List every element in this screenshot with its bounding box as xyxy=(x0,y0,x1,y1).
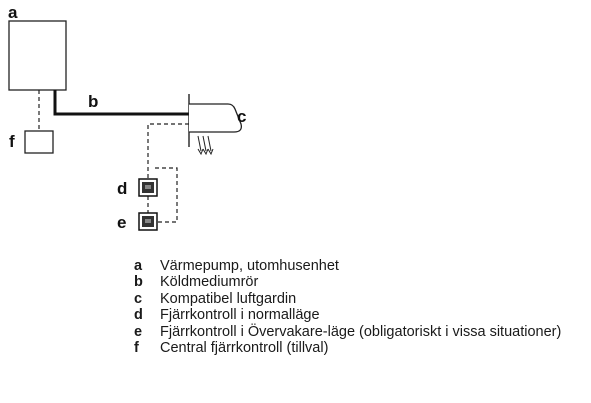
remote-control-supervisor xyxy=(138,212,158,231)
legend-text: Köldmediumrör xyxy=(160,274,259,291)
label-c: c xyxy=(237,107,246,126)
label-a: a xyxy=(8,3,18,22)
legend-key: a xyxy=(134,258,143,274)
legend-text: Fjärrkontroll i Övervakare-läge (obligat… xyxy=(160,323,562,340)
legend-text: Kompatibel luftgardin xyxy=(160,290,297,307)
legend-key: b xyxy=(134,274,143,291)
label-e: e xyxy=(117,213,126,232)
air-curtain xyxy=(188,94,242,156)
label-f: f xyxy=(9,132,15,151)
central-remote-control xyxy=(24,130,54,154)
legend-key: f xyxy=(134,340,139,357)
legend-key: e xyxy=(134,323,143,340)
legend-text: Värmepump, utomhusenhet xyxy=(160,258,339,274)
legend-item: e Fjärrkontroll i Övervakare-läge (oblig… xyxy=(134,324,574,340)
remote-control-wiring xyxy=(147,123,189,223)
legend-key: d xyxy=(134,307,143,324)
legend-item: c Kompatibel luftgardin xyxy=(134,291,574,307)
label-d: d xyxy=(117,179,127,198)
legend-item: f Central fjärrkontroll (tillval) xyxy=(134,340,574,356)
system-diagram: a b c d e f xyxy=(8,3,246,232)
remote-control-normal xyxy=(138,178,158,197)
legend-item: b Köldmediumrör xyxy=(134,274,574,290)
legend: a Värmepump, utomhusenhet b Köldmediumrö… xyxy=(134,258,574,356)
outdoor-unit xyxy=(8,20,67,91)
legend-text: Central fjärrkontroll (tillval) xyxy=(160,340,329,357)
legend-text: Fjärrkontroll i normalläge xyxy=(160,307,320,324)
legend-key: c xyxy=(134,290,143,307)
refrigerant-pipe xyxy=(53,90,189,116)
legend-item: a Värmepump, utomhusenhet xyxy=(134,258,574,274)
label-b: b xyxy=(88,92,98,111)
legend-item: d Fjärrkontroll i normalläge xyxy=(134,307,574,323)
